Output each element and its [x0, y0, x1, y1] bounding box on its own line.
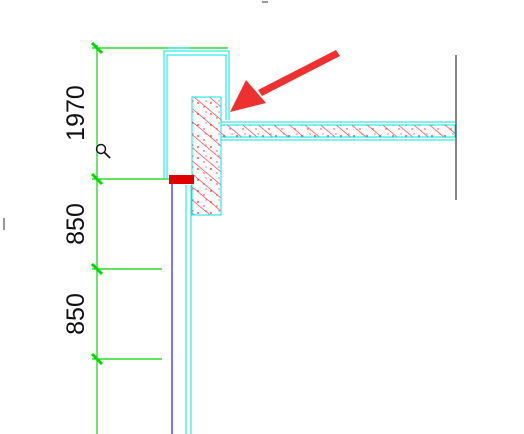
wall-column-lines — [185, 185, 192, 434]
door-frame-outline — [163, 47, 230, 179]
concrete-slab-section — [220, 121, 456, 141]
red-marker-block — [169, 175, 194, 184]
concrete-column-section — [191, 96, 222, 216]
magnifier-icon[interactable] — [95, 143, 111, 159]
dimension-tick — [90, 172, 104, 186]
dimension-tick — [90, 352, 104, 366]
dimension-label-850-upper: 850 — [62, 203, 90, 245]
dimension-label-850-lower: 850 — [62, 293, 90, 335]
dimension-label-1970: 1970 — [62, 85, 90, 141]
annotation-arrow — [230, 50, 340, 112]
dimension-ticks — [90, 41, 104, 366]
dimension-extension-lines — [92, 47, 228, 360]
dimension-tick — [90, 41, 104, 55]
dimension-tick — [90, 262, 104, 276]
